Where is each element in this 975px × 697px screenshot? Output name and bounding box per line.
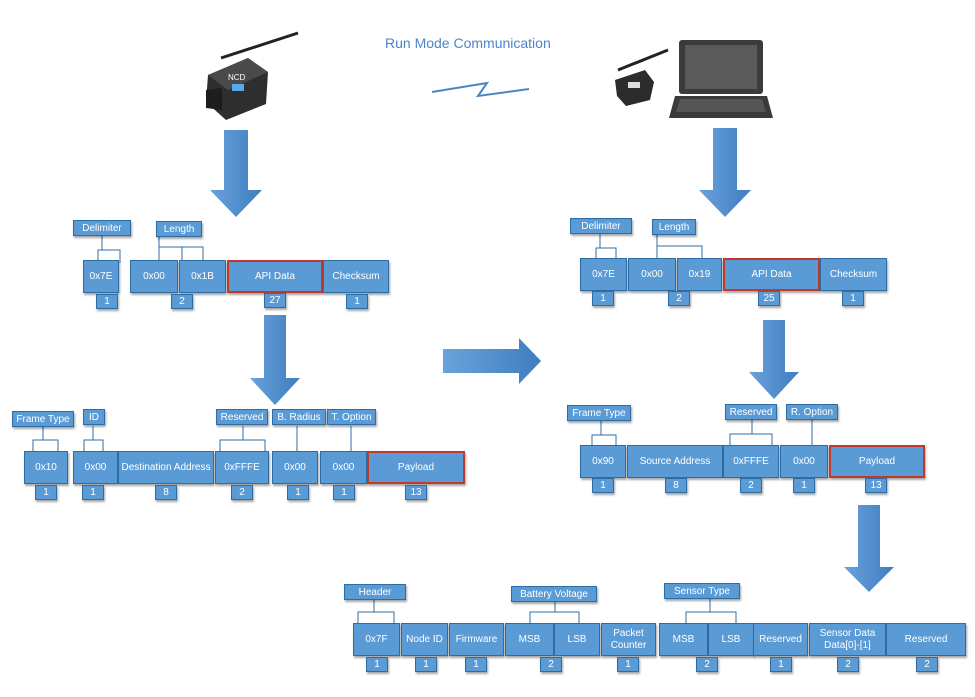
right-arrow [443, 338, 541, 384]
rx-api-field-0x00: 0x00 [780, 445, 828, 478]
rx-api-field-0x90: 0x90 [580, 445, 626, 478]
rx-frame-field-0x00: 0x00 [628, 258, 676, 291]
rx-api-tag-reserved: Reserved [725, 404, 777, 420]
payload-field-reserved: Reserved [886, 623, 966, 656]
rx-api-size-badge: 1 [592, 478, 614, 493]
payload-tag-sensor-type: Sensor Type [664, 583, 740, 599]
tx-api-tag-reserved: Reserved [216, 409, 268, 425]
down-arrow [699, 128, 751, 217]
rx-frame-size-badge: 1 [592, 291, 614, 306]
payload-field-lsb: LSB [708, 623, 754, 656]
tx-api-size-badge: 1 [35, 485, 57, 500]
svg-text:NCD: NCD [228, 73, 246, 82]
tx-frame-size-badge: 1 [96, 294, 118, 309]
tx-api-field-destination-address: Destination Address [118, 451, 214, 484]
tx-frame-tag-length: Length [156, 221, 202, 237]
tx-api-size-badge: 2 [231, 485, 253, 500]
wireless-link-icon [431, 81, 530, 98]
payload-field-packet-counter: Packet Counter [601, 623, 656, 656]
laptop-icon [669, 40, 773, 118]
tx-api-size-badge: 8 [155, 485, 177, 500]
tx-api-field-0x00: 0x00 [73, 451, 118, 484]
payload-tag-battery-voltage: Battery Voltage [511, 586, 597, 602]
tx-frame-field-api-data: API Data [227, 260, 323, 293]
payload-size-badge: 1 [366, 657, 388, 672]
tx-api-size-badge: 1 [287, 485, 309, 500]
gateway-dongle-icon [615, 48, 669, 106]
tx-api-tag-frame-type: Frame Type [12, 411, 74, 427]
tx-api-field-payload: Payload [367, 451, 465, 484]
payload-size-badge: 2 [837, 657, 859, 672]
rx-frame-field-0x7e: 0x7E [580, 258, 627, 291]
tx-frame-size-badge: 1 [346, 294, 368, 309]
rx-api-size-badge: 8 [665, 478, 687, 493]
tx-api-size-badge: 13 [405, 485, 427, 500]
tx-api-field-0xfffe: 0xFFFE [215, 451, 269, 484]
down-arrow [210, 130, 262, 217]
rx-api-size-badge: 13 [865, 478, 887, 493]
tx-frame-tag-delimiter: Delimiter [73, 220, 131, 236]
payload-size-badge: 1 [415, 657, 437, 672]
tx-api-tag-b-radius: B. Radius [272, 409, 326, 425]
payload-size-badge: 2 [916, 657, 938, 672]
down-arrow [250, 315, 300, 405]
down-arrow [844, 505, 894, 592]
tx-api-field-0x00: 0x00 [320, 451, 367, 484]
down-arrow [749, 320, 799, 399]
rx-api-field-payload: Payload [829, 445, 925, 478]
payload-field-firmware: Firmware [449, 623, 504, 656]
rx-api-tag-r-option: R. Option [786, 404, 838, 420]
rx-frame-size-badge: 1 [842, 291, 864, 306]
rx-api-field-source-address: Source Address [627, 445, 723, 478]
payload-size-badge: 2 [696, 657, 718, 672]
tx-frame-field-0x1b: 0x1B [179, 260, 226, 293]
rx-frame-field-api-data: API Data [723, 258, 820, 291]
payload-field-node-id: Node ID [401, 623, 448, 656]
tx-frame-field-checksum: Checksum [323, 260, 389, 293]
rx-api-field-0xfffe: 0xFFFE [723, 445, 779, 478]
tx-api-field-0x00: 0x00 [272, 451, 318, 484]
sensor-device-icon: NCD [206, 31, 299, 120]
rx-api-size-badge: 1 [793, 478, 815, 493]
payload-field-msb: MSB [505, 623, 554, 656]
rx-api-tag-frame-type: Frame Type [567, 405, 631, 421]
payload-field-msb: MSB [659, 623, 708, 656]
tx-frame-size-badge: 27 [264, 293, 286, 308]
rx-frame-tag-length: Length [652, 219, 696, 235]
payload-size-badge: 1 [465, 657, 487, 672]
payload-field-lsb: LSB [554, 623, 600, 656]
tx-api-size-badge: 1 [333, 485, 355, 500]
tx-frame-size-badge: 2 [171, 294, 193, 309]
payload-size-badge: 2 [540, 657, 562, 672]
tx-api-tag-t-option: T. Option [327, 409, 376, 425]
diagram-title: Run Mode Communication [385, 35, 551, 51]
rx-frame-size-badge: 2 [668, 291, 690, 306]
payload-size-badge: 1 [617, 657, 639, 672]
rx-frame-size-badge: 25 [758, 291, 780, 306]
rx-frame-field-0x19: 0x19 [677, 258, 722, 291]
payload-field-0x7f: 0x7F [353, 623, 400, 656]
tx-api-size-badge: 1 [82, 485, 104, 500]
tx-frame-field-0x7e: 0x7E [83, 260, 119, 293]
tx-api-tag-id: ID [83, 409, 105, 425]
payload-field-reserved: Reserved [753, 623, 808, 656]
payload-field-sensor-data-data-0-1: Sensor Data Data[0]-[1] [809, 623, 886, 656]
tx-api-field-0x10: 0x10 [24, 451, 68, 484]
tx-frame-field-0x00: 0x00 [130, 260, 178, 293]
rx-frame-tag-delimiter: Delimiter [570, 218, 632, 234]
rx-api-size-badge: 2 [740, 478, 762, 493]
payload-tag-header: Header [344, 584, 406, 600]
payload-size-badge: 1 [770, 657, 792, 672]
rx-frame-field-checksum: Checksum [820, 258, 887, 291]
